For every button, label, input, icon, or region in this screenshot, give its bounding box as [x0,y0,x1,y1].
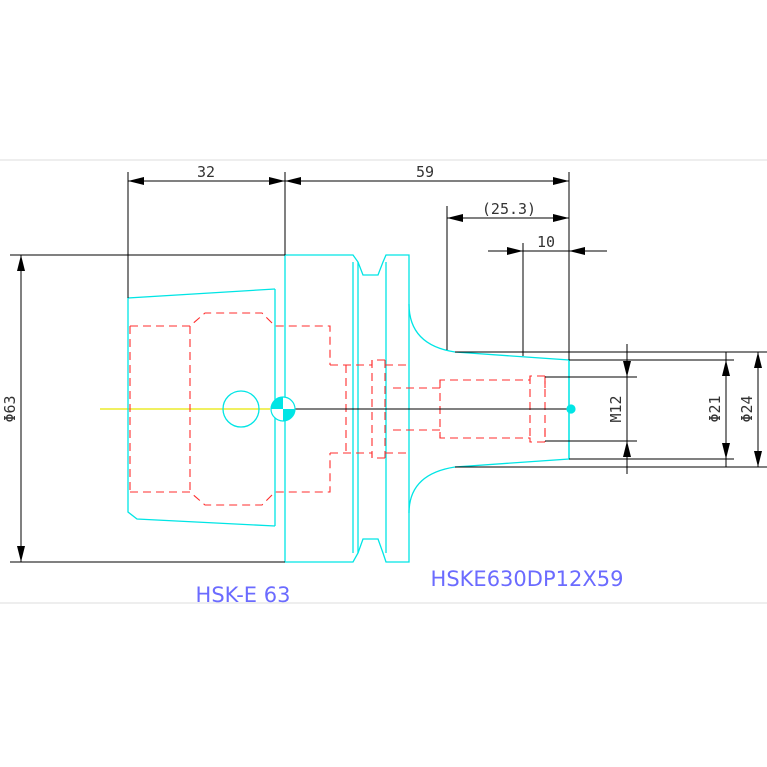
coolant-upper [330,359,409,366]
dim-outer-diameter: Φ24 [738,395,756,422]
arrowheads [17,177,762,562]
dim-thread: M12 [607,395,625,422]
dim-flange-length: 32 [197,163,215,181]
dim-overall-length: 59 [416,163,434,181]
hidden-lines [129,312,546,506]
dim-nose-diameter: Φ21 [706,395,724,422]
dim-flange-diameter: Φ63 [1,395,19,422]
dimension-lines [10,172,767,563]
taper-shank-outline [127,288,276,527]
datum-symbol-left [270,396,296,422]
datum-point-right [566,404,576,414]
interface-label: HSK-E 63 [196,583,291,607]
coolant-lower [330,452,409,459]
frame-lines [0,159,767,604]
part-number-label: HSKE630DP12X59 [431,567,624,591]
center-hole-circle [222,390,260,428]
dim-bore-depth: (25.3) [482,200,536,218]
dim-nose-length: 10 [537,233,555,251]
thread-upper [393,375,546,389]
shank-bore-lower [130,453,331,506]
thread-lower [393,429,546,443]
shank-bore-upper [130,312,331,365]
flange-outline [284,254,410,563]
